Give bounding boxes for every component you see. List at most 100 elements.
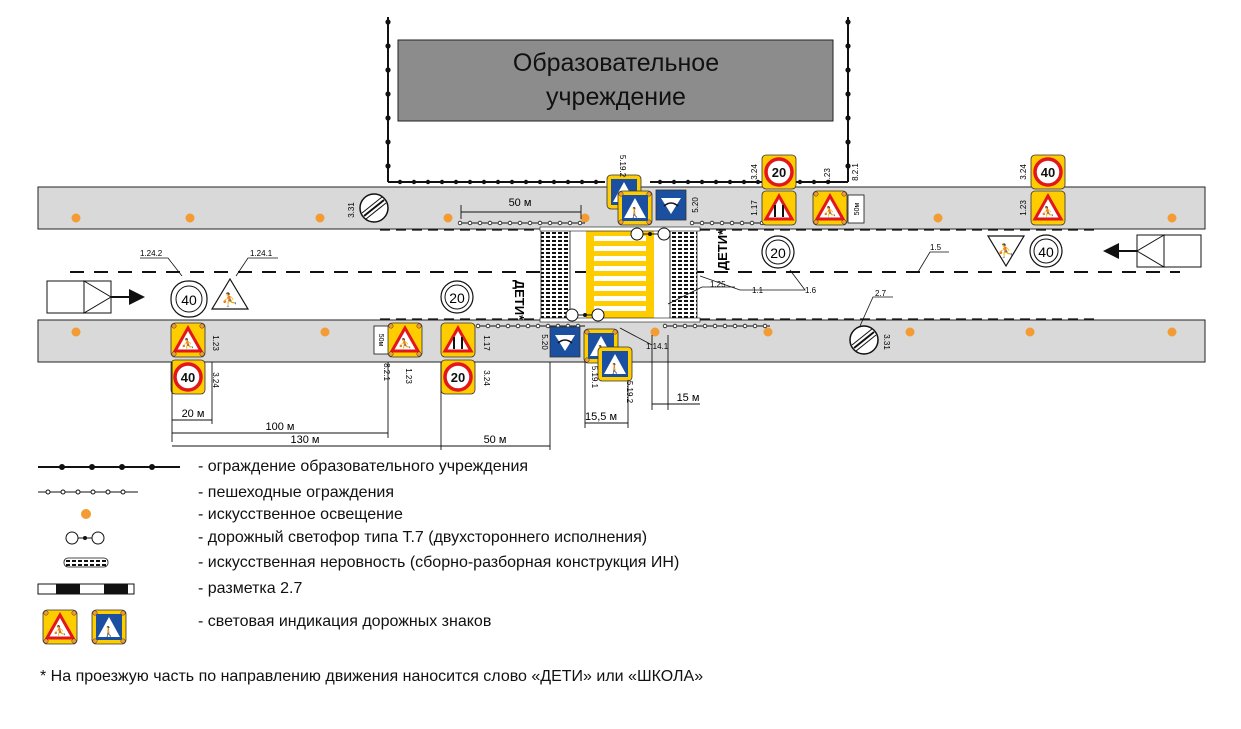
railing-post (712, 323, 718, 329)
footnote: * На проезжую часть по направлению движе… (40, 668, 704, 685)
children-icon: ⛹ (181, 337, 195, 351)
sign-1-23-far-right: ⛹ (1030, 190, 1066, 226)
building-label-line1: Образовательное (513, 49, 719, 77)
dim-100: 100 м (266, 421, 295, 433)
school-fence (385, 17, 851, 185)
sign-1-23-right-lit: ⛹ (812, 190, 848, 226)
road-marking-40-right: 40 (1029, 234, 1063, 268)
plate-8-2-1-right: 50м (847, 194, 865, 224)
sign-code-3-31-right: 3.31 (882, 334, 891, 350)
railing-post (535, 323, 541, 329)
sign-1-17-bottom (440, 322, 476, 358)
railing-post (722, 323, 728, 329)
marking-1-6: 1.6 (805, 286, 817, 295)
sign-code-3-31-left: 3.31 (347, 202, 356, 218)
sign-5-19-1-top-lit: 🚶 (617, 190, 653, 226)
railing-post (525, 323, 531, 329)
sign-code-s821: 8.2.1 (851, 163, 860, 181)
railing-post (497, 220, 503, 226)
road-marking-20-right-value: 20 (770, 245, 786, 261)
legend-marking-2-7: - разметка 2.7 (198, 580, 303, 597)
railing-post (672, 323, 678, 329)
sign-code-s524: 3.24 (211, 372, 220, 388)
railing-post (732, 323, 738, 329)
zebra-stripe (594, 306, 646, 311)
sign-code-s520: 5.20 (691, 197, 700, 213)
lamp (933, 213, 943, 223)
railing-post (692, 323, 698, 329)
dim-130: 130 м (291, 434, 320, 446)
lamp (443, 213, 453, 223)
sign-1-23-mid-lit: ⛹ (387, 322, 423, 358)
sign-code-s520: 5.20 (540, 334, 549, 350)
sign-1-23-left-lit: ⛹ (170, 322, 206, 358)
sign-3-24-40-left-value: 40 (181, 370, 195, 385)
sign-code-s524: 3.24 (482, 370, 491, 386)
legend-fence-school-symbol (38, 464, 180, 470)
railing-post (505, 323, 511, 329)
marking-leaders (140, 251, 949, 346)
railing-post (682, 323, 688, 329)
sign-code-s123: 1.23 (1019, 200, 1028, 216)
legend-lit-crossing-sign: 🚶 (91, 609, 127, 645)
sign-3-24-20-top: 20 (761, 154, 797, 190)
railing-post (457, 220, 463, 226)
lamp (650, 327, 660, 337)
railing-post (475, 323, 481, 329)
railing-post (752, 323, 758, 329)
sign-3-24-20-bottom: 20 (440, 359, 476, 395)
marking-1-1: 1.1 (752, 286, 764, 295)
zebra-stripe (594, 256, 646, 261)
sign-5-19-2-bottom: 🚶 (597, 346, 633, 382)
lamp (905, 327, 915, 337)
traffic-light-bottom (565, 308, 605, 322)
railing-post (477, 220, 483, 226)
railing-post (577, 220, 583, 226)
lamp (320, 327, 330, 337)
dim-50-top: 50 м (509, 197, 532, 209)
sign-code-s5192: 5.19.2 (618, 155, 627, 178)
road-word-top: ДЕТИ* (715, 229, 730, 270)
railing-post (739, 220, 745, 226)
plate-8-2-1-right-text: 50м (854, 203, 861, 216)
lamp (1025, 327, 1035, 337)
zebra-stripe (594, 236, 646, 241)
legend-speed-bump: - искусственная неровность (сборно-разбо… (198, 554, 680, 571)
lamp (71, 327, 81, 337)
railing-post (702, 323, 708, 329)
sign-3-24-40-right: 40 (1030, 154, 1066, 190)
road-marking-children-left: ⛹ (210, 277, 250, 310)
sign-code-s821: 8.2.1 (382, 363, 391, 381)
dim-15-5: 15,5 м (585, 411, 617, 423)
zebra-stripe (594, 276, 646, 281)
railing-post (749, 220, 755, 226)
speed-bump-left (540, 229, 571, 320)
legend-speed-bump-symbol (63, 557, 109, 568)
railing-post (709, 220, 715, 226)
pedestrian-icon: 🚶 (103, 625, 115, 638)
legend-marking-2-7-symbol (37, 583, 135, 595)
pedestrian-icon: 🚶 (629, 206, 641, 219)
pedestrian-icon: 🚶 (609, 362, 621, 375)
railing-post (557, 220, 563, 226)
sign-code-s123: 1.23 (404, 368, 413, 384)
legend-traffic-light-symbol (65, 531, 105, 545)
railing-post (545, 323, 551, 329)
lamp (1167, 213, 1177, 223)
children-icon: ⛹ (998, 242, 1014, 258)
vehicle-right (1103, 234, 1202, 268)
sign-3-24-40-right-value: 40 (1041, 165, 1055, 180)
road-marking-20-right: 20 (761, 235, 795, 269)
sign-3-24-20-bottom-value: 20 (451, 370, 465, 385)
legend-lighting: - искусственное освещение (198, 506, 403, 523)
railing-post (485, 323, 491, 329)
railing-post (517, 220, 523, 226)
marking-2-7 (539, 226, 701, 323)
legend-sign-light: - световая индикация дорожных знаков (198, 613, 492, 630)
marking-1-5: 1.5 (930, 243, 942, 252)
road-marking-20-left: 20 (440, 280, 474, 314)
children-icon: ⛹ (1041, 205, 1055, 219)
lamp (763, 327, 773, 337)
railing-post (699, 220, 705, 226)
